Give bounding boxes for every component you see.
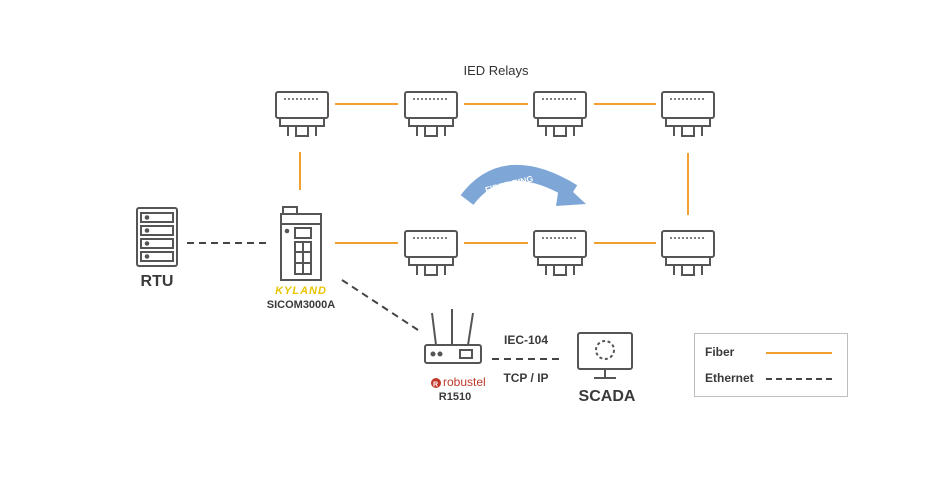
kyland-logo: KYLAND [275, 285, 327, 297]
robustel-logo-icon: R [431, 378, 441, 389]
diagram-title: IED Relays [463, 63, 529, 78]
router-model-label: R1510 [438, 391, 472, 403]
protocol-iec104-label: IEC-104 [503, 333, 549, 347]
ied-relay-icon [533, 230, 587, 276]
ied-relay-icon [661, 230, 715, 276]
ied-relay-icon [533, 91, 587, 137]
router-icon [424, 309, 482, 364]
legend: Fiber Ethernet [694, 333, 848, 397]
scada-label: SCADA [578, 388, 636, 405]
ethernet-link-router [341, 279, 419, 331]
industrial-switch-icon [280, 206, 322, 281]
legend-fiber-label: Fiber [705, 345, 735, 359]
legend-fiber-swatch [766, 352, 832, 354]
ied-relay-icon [404, 230, 458, 276]
fiber-ring-arrow-icon: FIBER RING [460, 164, 586, 206]
legend-ethernet-swatch [766, 378, 832, 380]
rtu-server-icon [136, 207, 178, 267]
scada-monitor-icon [577, 332, 633, 379]
ied-relay-icon [661, 91, 715, 137]
fiber-links [299, 103, 689, 244]
switch-model-label: SICOM3000A [266, 299, 336, 311]
robustel-logo: robustel [443, 375, 486, 389]
ied-relay-icon [404, 91, 458, 137]
rtu-label: RTU [140, 273, 174, 290]
protocol-tcpip-label: TCP / IP [503, 371, 549, 385]
legend-ethernet-label: Ethernet [705, 371, 754, 385]
svg-text:R: R [433, 382, 438, 389]
ethernet-links [187, 242, 562, 360]
ied-relay-icon [275, 91, 329, 137]
